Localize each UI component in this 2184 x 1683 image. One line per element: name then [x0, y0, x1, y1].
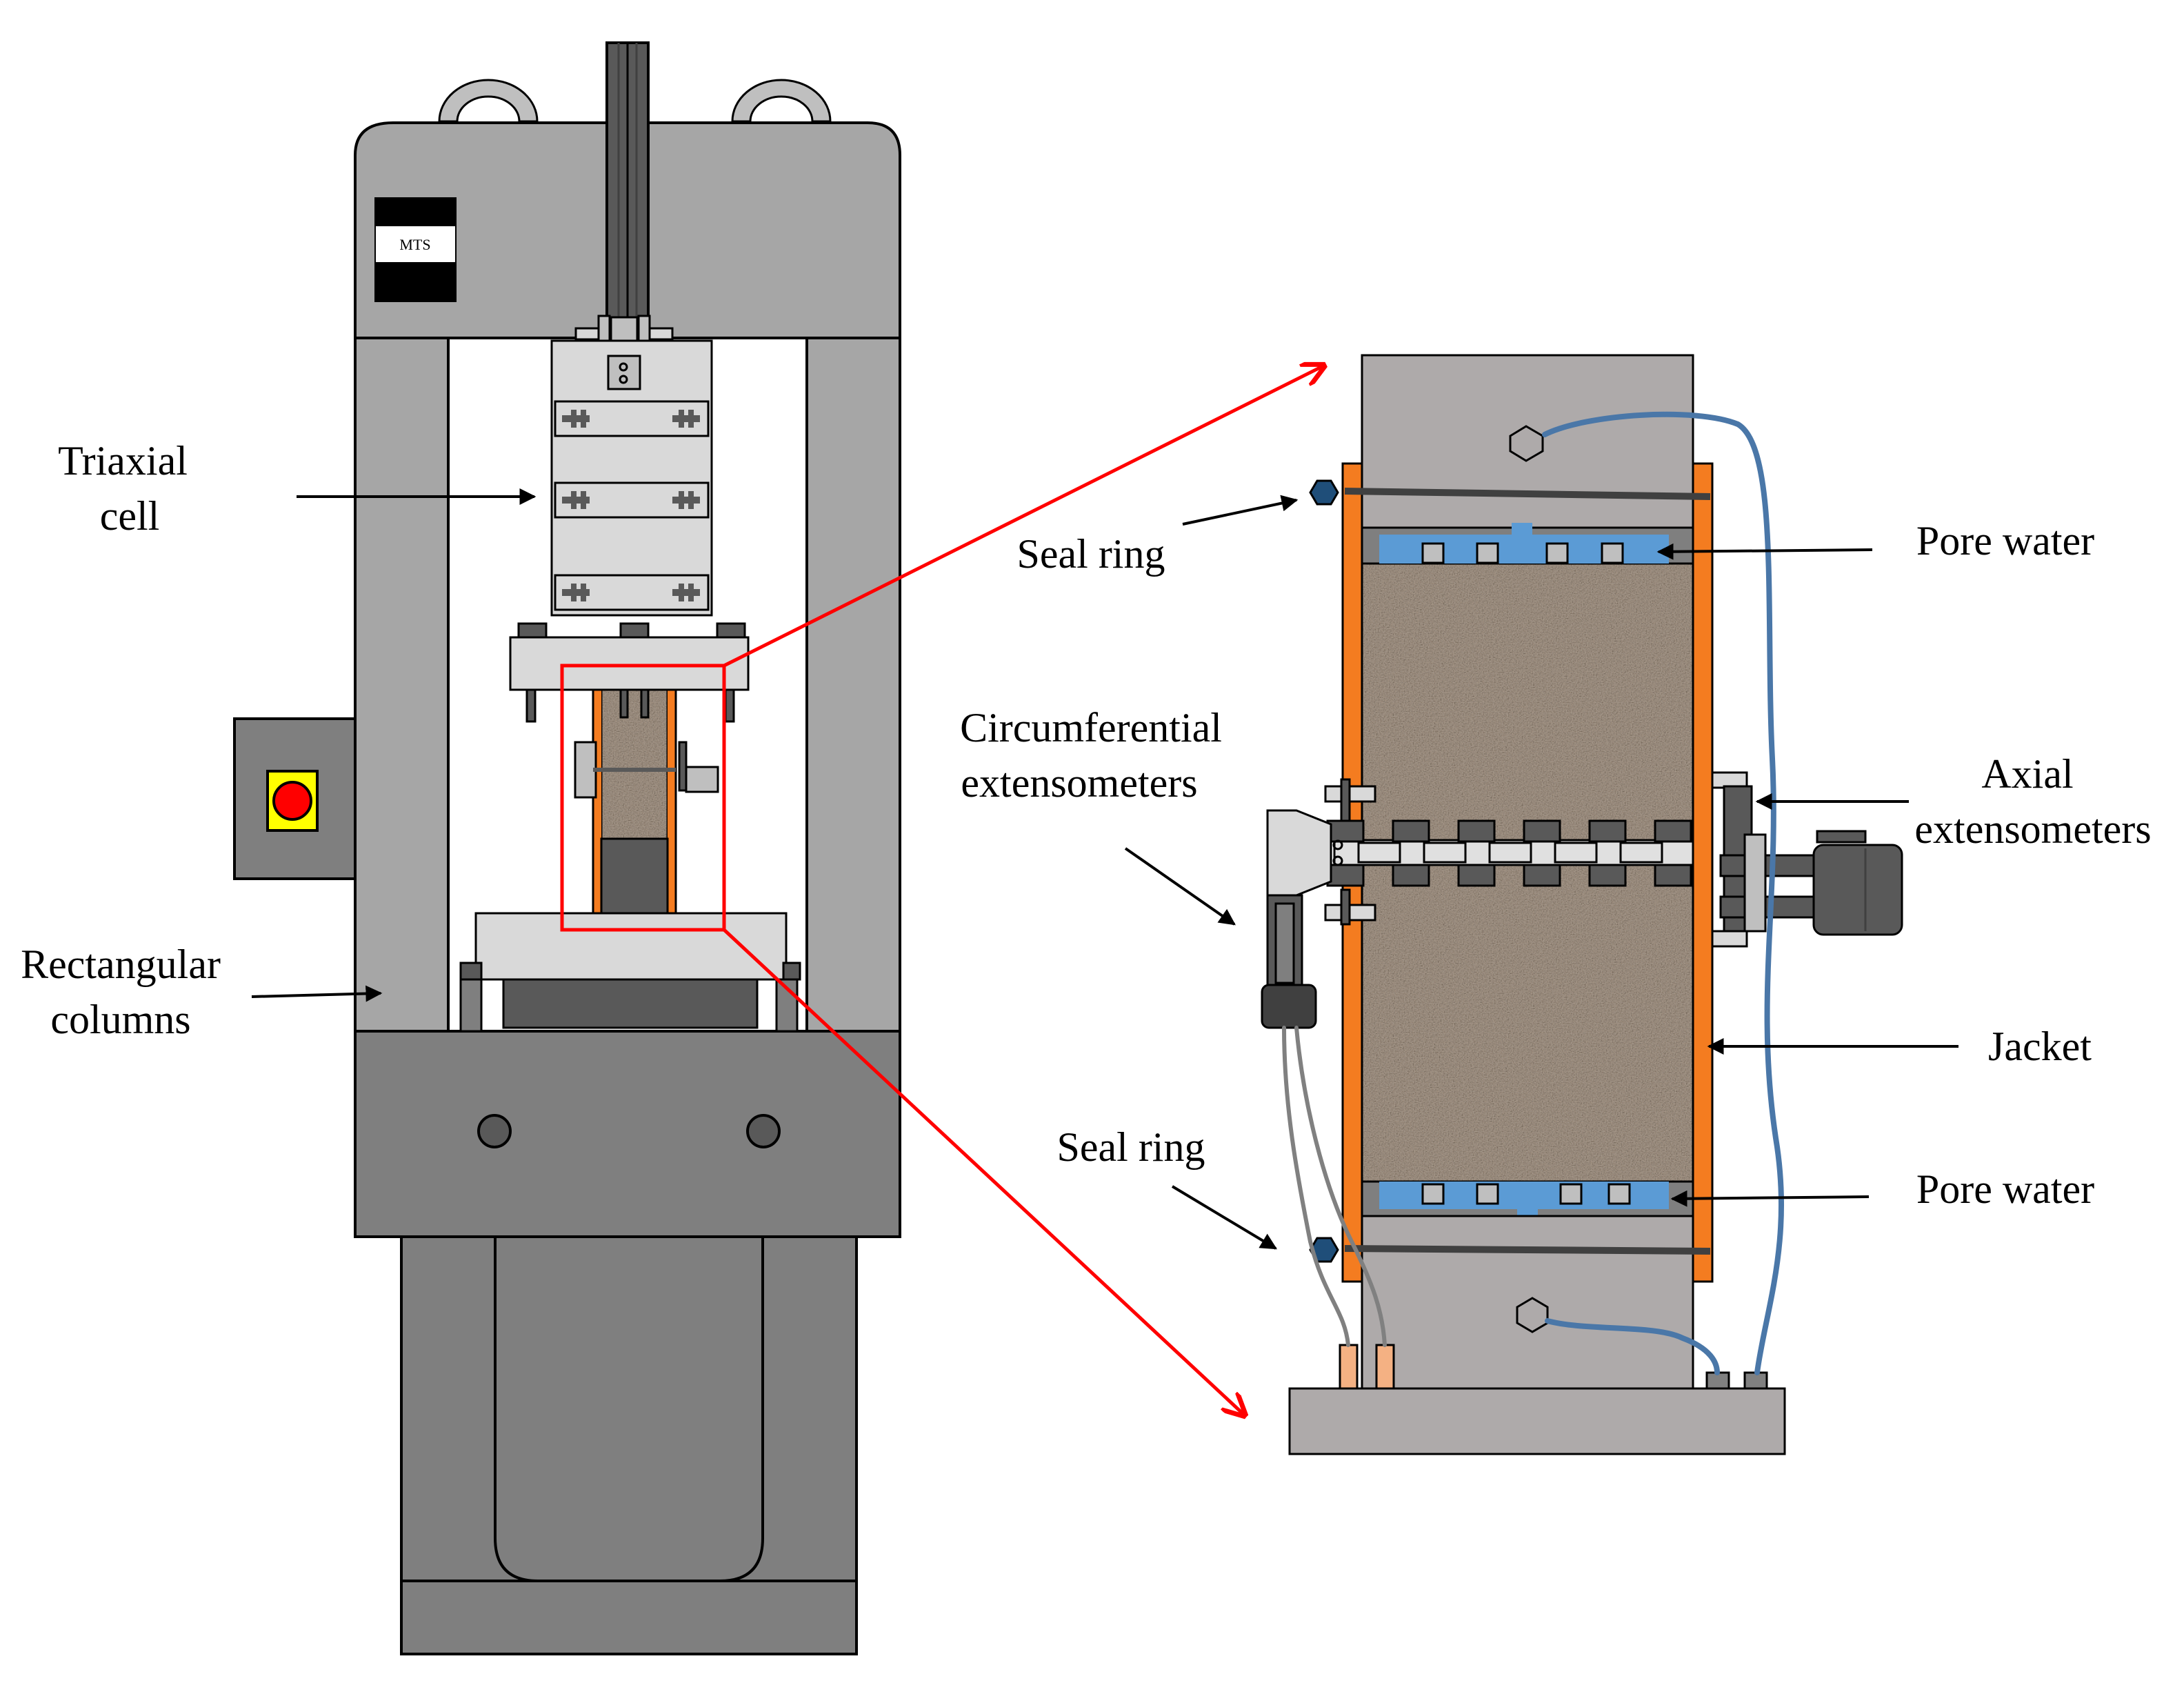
load-frame [233, 41, 901, 1655]
base-plate [1288, 1387, 1786, 1455]
mts-brand-text: MTS [399, 236, 430, 253]
label-axial-extensometers-line2: extensometers [1914, 806, 2151, 852]
label-triaxial-cell-line1: Triaxial [58, 438, 188, 484]
label-rectangular-columns-line1: Rectangular [21, 942, 221, 987]
stop-button [272, 781, 312, 821]
drain-tube [1545, 1318, 1720, 1375]
pedestal [400, 1235, 858, 1655]
specimen-assembly [1261, 354, 1903, 1455]
label-seal-ring-bottom: Seal ring [1057, 1124, 1205, 1170]
circumferential-sensor-body [1261, 984, 1317, 1029]
circumferential-clamp [1266, 809, 1332, 897]
base-bolt-left [477, 1114, 512, 1148]
tubing [1282, 411, 1785, 1375]
column-left [354, 337, 450, 1033]
circumferential-extensometer-chain [1326, 819, 1694, 887]
pore-water-tube [1542, 411, 1785, 1375]
wire-terminal-1 [1339, 1344, 1359, 1390]
sensor-wire-1 [1282, 1026, 1350, 1347]
label-pore-water-top: Pore water [1916, 518, 2094, 564]
label-triaxial-cell-line2: cell [100, 493, 160, 539]
jacket-right [1692, 462, 1714, 1283]
labels: MTS Triaxial cell Rectangular columns Se… [21, 236, 2152, 1212]
detail-highlight [560, 366, 1324, 1415]
lifting-eye-left-outline [438, 79, 539, 123]
label-pore-water-bottom: Pore water [1916, 1166, 2094, 1212]
label-circumferential-extensometers-line1: Circumferential [960, 705, 1222, 750]
axial-sensor-body [1812, 844, 1903, 936]
label-axial-extensometers-line1: Axial [1981, 751, 2073, 797]
triaxial-cell-body [459, 315, 801, 1033]
label-seal-ring-top: Seal ring [1017, 531, 1165, 577]
base-block [354, 1030, 901, 1238]
top-cap-bolt [1509, 425, 1544, 462]
label-rectangular-columns-line2: columns [50, 997, 190, 1042]
column-right [805, 337, 901, 1033]
base-bolt-right [746, 1114, 781, 1148]
label-arrows [251, 488, 1958, 1250]
seal-ring-nut-top [1309, 479, 1339, 506]
sensor-wire-2 [1294, 1026, 1387, 1347]
label-circumferential-extensometers-line2: extensometers [961, 760, 1197, 806]
wire-terminal-2 [1375, 1344, 1395, 1390]
lifting-eye-right-outline [731, 79, 832, 123]
label-jacket: Jacket [1988, 1024, 2092, 1069]
